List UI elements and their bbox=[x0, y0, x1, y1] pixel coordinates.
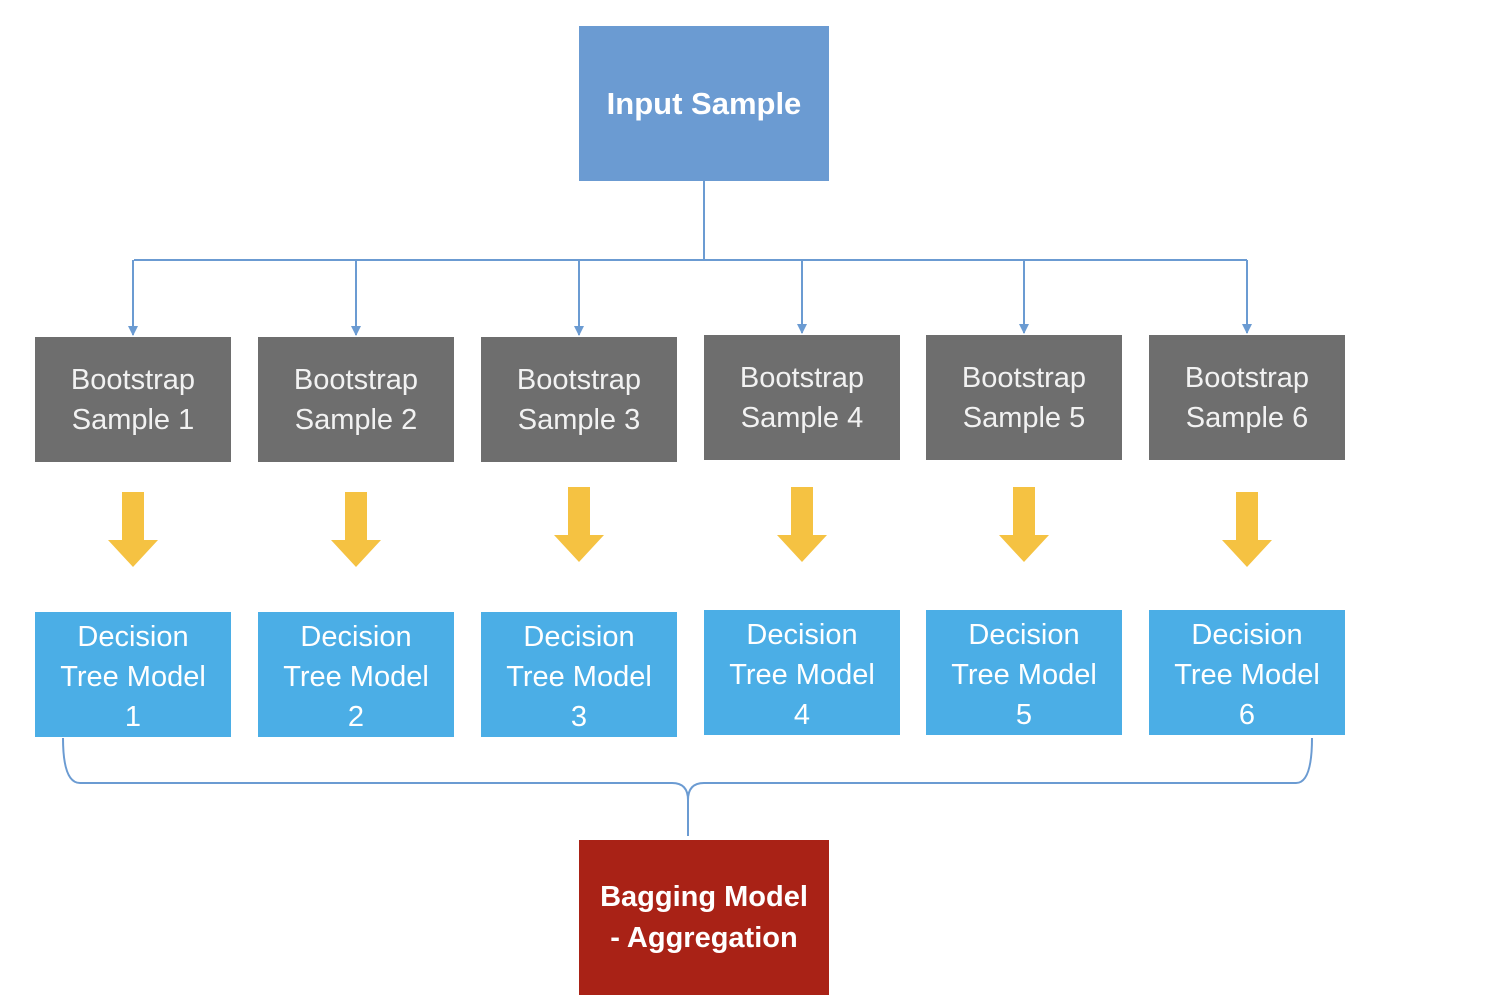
bagging-model-line-1: Bagging Model bbox=[600, 880, 808, 913]
bootstrap-sample-6-line-2: Sample 6 bbox=[1185, 401, 1309, 434]
distribution-connectors bbox=[128, 181, 1252, 336]
bagging-model-line-2: - Aggregation bbox=[610, 921, 798, 954]
decision-tree-model-5-line-2: Tree Model bbox=[951, 658, 1097, 691]
bootstrap-sample-5-line-2: Sample 5 bbox=[962, 401, 1086, 434]
yellow-down-arrow-5 bbox=[999, 487, 1049, 562]
decision-tree-model-3-line-1: Decision bbox=[523, 620, 635, 653]
decision-tree-model-3-line-2: Tree Model bbox=[506, 660, 652, 693]
bootstrap-sample-6-line-1: Bootstrap bbox=[1184, 361, 1310, 394]
decision-tree-model-1-line-1: Decision bbox=[77, 620, 189, 653]
bootstrap-sample-2-line-2: Sample 2 bbox=[294, 403, 418, 436]
yellow-down-arrow-6 bbox=[1222, 492, 1272, 567]
decision-tree-model-2-line-1: Decision bbox=[300, 620, 412, 653]
bootstrap-sample-4-line-2: Sample 4 bbox=[740, 401, 864, 434]
bootstrap-sample-1-line-2: Sample 1 bbox=[71, 403, 195, 436]
bootstrap-sample-3-line-1: Bootstrap bbox=[516, 363, 642, 396]
decision-tree-model-1-line-3: 1 bbox=[124, 700, 142, 733]
decision-tree-model-4-line-1: Decision bbox=[746, 618, 858, 651]
input-sample-node: Input Sample bbox=[579, 26, 829, 181]
decision-tree-model-1-line-2: Tree Model bbox=[60, 660, 206, 693]
yellow-down-arrow-1 bbox=[108, 492, 158, 567]
bootstrap-sample-4-line-1: Bootstrap bbox=[739, 361, 865, 394]
yellow-down-arrow-2 bbox=[331, 492, 381, 567]
bootstrap-sample-3-line-2: Sample 3 bbox=[517, 403, 641, 436]
decision-tree-model-6-line-2: Tree Model bbox=[1174, 658, 1320, 691]
bootstrap-sample-5-line-1: Bootstrap bbox=[961, 361, 1087, 394]
decision-tree-model-4-line-2: Tree Model bbox=[729, 658, 875, 691]
decision-tree-model-6-line-3: 6 bbox=[1238, 698, 1256, 731]
bootstrap-sample-2-line-1: Bootstrap bbox=[293, 363, 419, 396]
aggregation-brace bbox=[62, 737, 1313, 836]
bagging-model-node: Bagging Model - Aggregation bbox=[579, 840, 829, 995]
decision-tree-model-5-line-1: Decision bbox=[968, 618, 1080, 651]
decision-tree-model-3-line-3: 3 bbox=[570, 700, 588, 733]
decision-tree-model-2-line-2: Tree Model bbox=[283, 660, 429, 693]
yellow-arrow-layer bbox=[108, 487, 1272, 567]
bootstrap-sample-1-line-1: Bootstrap bbox=[70, 363, 196, 396]
yellow-down-arrow-4 bbox=[777, 487, 827, 562]
decision-tree-model-5-line-3: 5 bbox=[1015, 698, 1033, 731]
input-sample-label: Input Sample bbox=[606, 85, 802, 121]
decision-tree-model-2-line-3: 2 bbox=[347, 700, 365, 733]
decision-tree-model-6-line-1: Decision bbox=[1191, 618, 1303, 651]
yellow-down-arrow-3 bbox=[554, 487, 604, 562]
decision-tree-model-4-line-3: 4 bbox=[793, 698, 811, 731]
